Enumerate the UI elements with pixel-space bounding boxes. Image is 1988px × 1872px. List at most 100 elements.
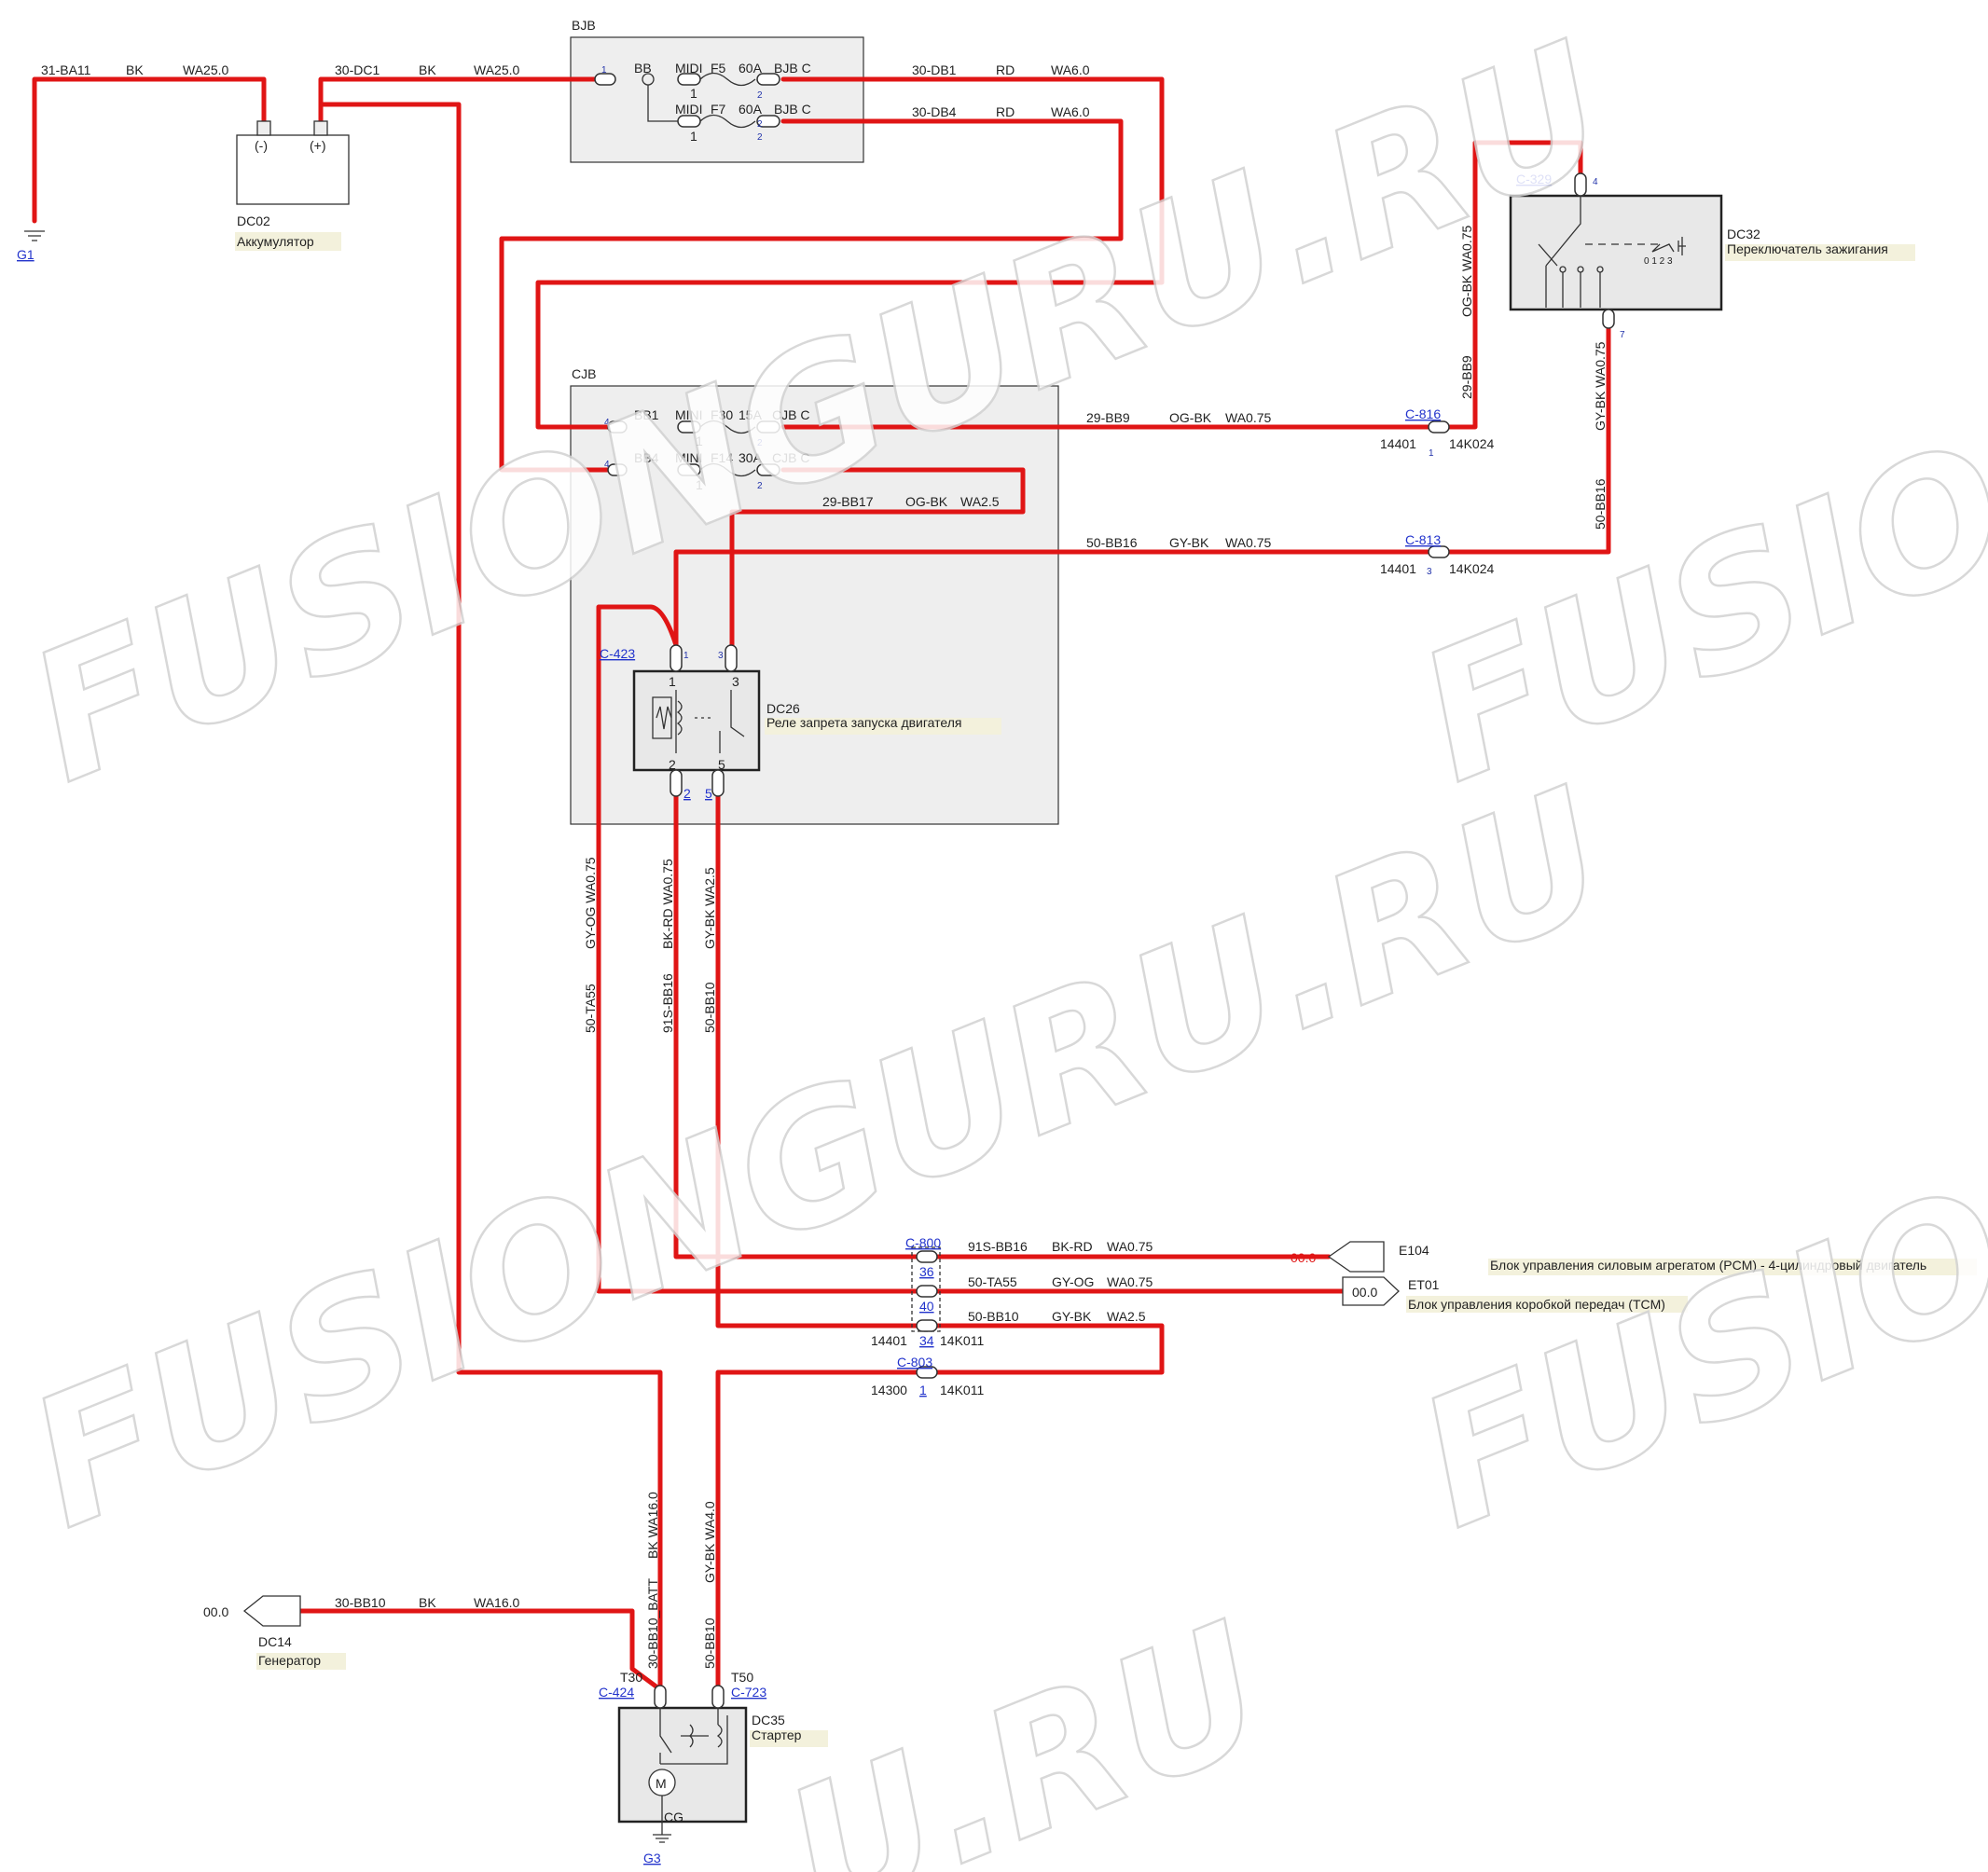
generator-id: DC14	[258, 1634, 292, 1649]
relay-dc26: 1 3 1 3 2 5 2 5 C-423 DC26 Реле запрета …	[600, 644, 1001, 801]
svg-text:1: 1	[690, 129, 697, 144]
svg-text:GY-OG WA0.75: GY-OG WA0.75	[583, 857, 598, 949]
wire-battery-plus	[318, 76, 607, 124]
svg-text:4: 4	[604, 460, 610, 470]
svg-text:CJB C: CJB C	[772, 450, 809, 465]
svg-text:36: 36	[919, 1264, 934, 1279]
svg-text:F30: F30	[711, 407, 733, 422]
svg-text:2: 2	[757, 119, 763, 130]
svg-text:BJB C: BJB C	[774, 61, 811, 76]
svg-text:30-BB10_BATT: 30-BB10_BATT	[645, 1578, 660, 1669]
svg-text:1: 1	[1429, 448, 1434, 459]
svg-text:3: 3	[732, 674, 739, 689]
svg-text:C-424: C-424	[599, 1685, 634, 1700]
wire-50-ta55	[596, 604, 931, 1294]
svg-text:14300: 14300	[871, 1383, 907, 1397]
svg-text:50-BB16: 50-BB16	[1593, 478, 1608, 530]
svg-text:F5: F5	[711, 61, 726, 76]
svg-text:50-TA55: 50-TA55	[968, 1274, 1017, 1289]
generator-dc14: 00.0 DC14 Генератор	[203, 1595, 346, 1670]
wire-50-bb16	[673, 322, 1611, 648]
svg-text:14K024: 14K024	[1449, 561, 1494, 576]
svg-text:CJB C: CJB C	[772, 407, 809, 422]
svg-text:30-DB1: 30-DB1	[912, 62, 957, 77]
svg-text:5: 5	[718, 757, 725, 772]
svg-text:2: 2	[757, 132, 763, 143]
svg-text:WA25.0: WA25.0	[183, 62, 228, 77]
svg-text:4: 4	[1593, 177, 1598, 187]
svg-text:40: 40	[919, 1299, 934, 1314]
svg-text:T50: T50	[731, 1670, 753, 1685]
svg-text:WA2.5: WA2.5	[1107, 1309, 1146, 1324]
svg-text:FUSIONGURU.RU: FUSIONGURU.RU	[4, 750, 1634, 1568]
svg-text:91S-BB16: 91S-BB16	[660, 973, 675, 1033]
starter-dc35: T30 T50 C-424 C-723 M CG DC35 Стартер G3	[599, 1670, 828, 1865]
ignition-switch-dc32: 4 7 0 1 2 3 C-329 DC32 Переключатель заж…	[1509, 172, 1915, 340]
battery-dc02: (-) (+) DC02 Аккумулятор	[235, 120, 350, 251]
svg-text:MIDI: MIDI	[675, 61, 703, 76]
svg-text:C-813: C-813	[1405, 532, 1441, 547]
svg-text:M: M	[656, 1776, 667, 1791]
svg-text:BK: BK	[419, 62, 436, 77]
svg-text:WA25.0: WA25.0	[474, 62, 519, 77]
wires	[32, 76, 1611, 1690]
svg-text:C-816: C-816	[1405, 406, 1441, 421]
svg-text:29-BB17: 29-BB17	[822, 494, 874, 509]
pcm-e104-id: E104	[1399, 1243, 1429, 1258]
ground-g1: G1	[17, 230, 45, 262]
svg-text:4: 4	[604, 418, 610, 428]
bjb-box	[570, 36, 864, 163]
ignition-switch-id: DC32	[1727, 227, 1760, 241]
tcm-et01-shape	[1342, 1276, 1400, 1306]
svg-text:14401: 14401	[871, 1333, 907, 1348]
wire-30-db4	[499, 118, 1124, 473]
svg-text:OG-BK WA0.75: OG-BK WA0.75	[1459, 225, 1474, 317]
svg-text:30-DB4: 30-DB4	[912, 104, 957, 119]
svg-text:1: 1	[696, 434, 703, 448]
svg-text:WA0.75: WA0.75	[1107, 1274, 1153, 1289]
svg-text:MIDI: MIDI	[675, 102, 703, 117]
svg-text:WA2.5: WA2.5	[960, 494, 1000, 509]
svg-text:3: 3	[1427, 567, 1432, 577]
svg-text:U.RU: U.RU	[759, 1584, 1291, 1872]
ignition-switch-name: Переключатель зажигания	[1727, 241, 1888, 256]
svg-text:00.0: 00.0	[1352, 1285, 1377, 1300]
svg-text:2: 2	[757, 90, 763, 101]
svg-text:GY-BK WA0.75: GY-BK WA0.75	[1593, 341, 1608, 431]
wire-battery-to-starter	[318, 102, 663, 1690]
relay-name: Реле запрета запуска двигателя	[766, 715, 961, 730]
connector-c800: C-800 36 40 34 14401 14K011 C-803 14300 …	[871, 1235, 984, 1397]
svg-text:1: 1	[696, 477, 703, 492]
svg-text:OG-BK: OG-BK	[1169, 410, 1212, 425]
svg-text:31-BA11: 31-BA11	[41, 62, 91, 77]
connector-c813: C-813 14401 3 14K024	[1380, 532, 1494, 577]
svg-text:50-BB10: 50-BB10	[702, 982, 717, 1033]
svg-text:2: 2	[757, 438, 763, 448]
svg-text:1: 1	[683, 651, 689, 661]
svg-text:14K011: 14K011	[940, 1333, 984, 1348]
vertical-wire-labels: OG-BK WA0.75 29-BB9 GY-BK WA0.75 50-BB16…	[583, 225, 1608, 1669]
svg-text:FUSION: FUSION	[1393, 348, 1988, 822]
svg-text:GY-BK WA2.5: GY-BK WA2.5	[702, 867, 717, 949]
svg-text:BJB C: BJB C	[774, 102, 811, 117]
svg-text:29-BB9: 29-BB9	[1086, 410, 1130, 425]
svg-text:OG-BK: OG-BK	[905, 494, 948, 509]
cjb-label: CJB	[572, 366, 596, 381]
svg-text:0 1 2 3: 0 1 2 3	[1644, 256, 1673, 267]
svg-text:GY-BK WA4.0: GY-BK WA4.0	[702, 1501, 717, 1583]
c803-label: C-803	[897, 1355, 932, 1370]
relay-connector: C-423	[600, 646, 635, 661]
tcm-et01: 00.0 ET01 Блок управления коробкой перед…	[1342, 1276, 1688, 1313]
svg-text:50-BB10: 50-BB10	[702, 1617, 717, 1669]
connector-c816: C-816 14401 1 14K024	[1380, 406, 1494, 459]
wire-29-bb17	[729, 467, 1026, 648]
svg-text:F14: F14	[711, 450, 733, 465]
battery-name: Аккумулятор	[237, 234, 314, 249]
battery-body	[236, 134, 350, 205]
bjb-internals: 1 BB MIDI F5 60A BJB C 1 2 MIDI F7 60A B…	[594, 61, 811, 144]
svg-text:14401: 14401	[1380, 436, 1416, 451]
svg-text:30-BB10: 30-BB10	[335, 1595, 386, 1610]
svg-text:GY-OG: GY-OG	[1052, 1274, 1094, 1289]
svg-text:BK WA16.0: BK WA16.0	[645, 1492, 660, 1559]
